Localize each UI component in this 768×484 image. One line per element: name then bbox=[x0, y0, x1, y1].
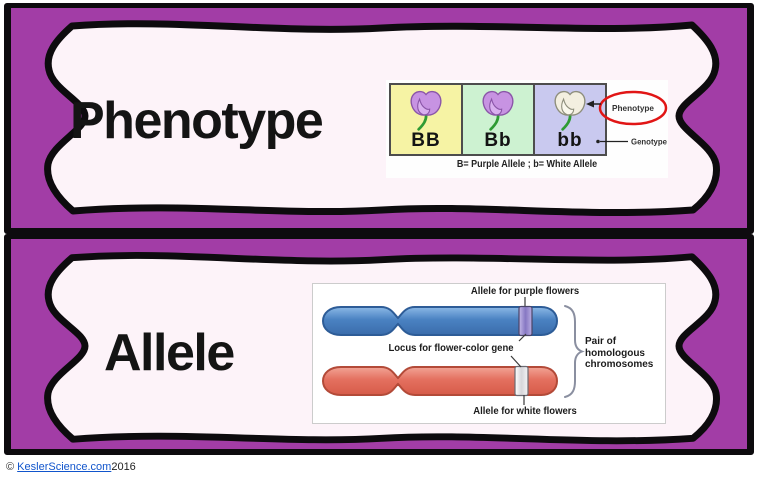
flower-inner-petal bbox=[561, 97, 575, 116]
homologous-pair-line2: homologous bbox=[585, 347, 645, 359]
genotype-callout-label: Genotype bbox=[631, 137, 667, 147]
white-flower-icon bbox=[554, 90, 586, 131]
blue-chromosome bbox=[321, 305, 559, 337]
flower-stem bbox=[561, 112, 572, 131]
phenotype-highlight-ellipse bbox=[598, 90, 668, 126]
red-chromosome bbox=[321, 365, 559, 397]
card-title-allele: Allele bbox=[104, 324, 235, 382]
flower-inner-petal bbox=[417, 97, 431, 116]
footer-link[interactable]: KeslerScience.com bbox=[17, 461, 112, 473]
card-title-phenotype: Phenotype bbox=[70, 92, 324, 150]
homologous-pair-line1: Pair of bbox=[585, 336, 617, 347]
genotype-label-bb: bb bbox=[557, 130, 583, 151]
footer-year: 2016 bbox=[111, 461, 136, 473]
footer: © KeslerScience.com2016 bbox=[6, 461, 136, 473]
flower-stem bbox=[489, 112, 500, 131]
locus-label: Locus for flower-color gene bbox=[388, 343, 514, 354]
punnett-box-Bb: Bb bbox=[461, 83, 535, 156]
genotype-label-Bb: Bb bbox=[484, 130, 512, 151]
allele-diagram: Allele for purple flowers Locus for flow… bbox=[312, 283, 666, 424]
copyright-symbol: © bbox=[6, 461, 15, 473]
chromosome-body bbox=[321, 306, 559, 336]
flower-inner-petal bbox=[489, 97, 503, 116]
phenotype-callout-label: Phenotype bbox=[612, 103, 654, 113]
white-allele-band bbox=[514, 365, 529, 397]
genotype-label-BB: BB bbox=[411, 130, 441, 151]
homologous-pair-label: Pair of homologous chromosomes bbox=[585, 336, 653, 371]
purple-allele-band bbox=[518, 305, 533, 337]
brace-icon bbox=[564, 305, 585, 398]
allele-key-caption: B= Purple Allele ; b= White Allele bbox=[456, 159, 598, 170]
homologous-pair-line3: chromosomes bbox=[585, 359, 654, 370]
purple-flower-icon bbox=[482, 90, 514, 131]
flower-stem bbox=[417, 112, 428, 131]
chromosome-body bbox=[321, 366, 559, 396]
punnett-box-bb: bb bbox=[533, 83, 607, 156]
punnett-box-BB: BB bbox=[389, 83, 463, 156]
allele-white-label: Allele for white flowers bbox=[473, 406, 577, 417]
allele-purple-label: Allele for purple flowers bbox=[470, 286, 580, 297]
purple-flower-icon bbox=[410, 90, 442, 131]
phenotype-diagram: BB Bb bb Phenotype Genotyp bbox=[386, 80, 668, 178]
